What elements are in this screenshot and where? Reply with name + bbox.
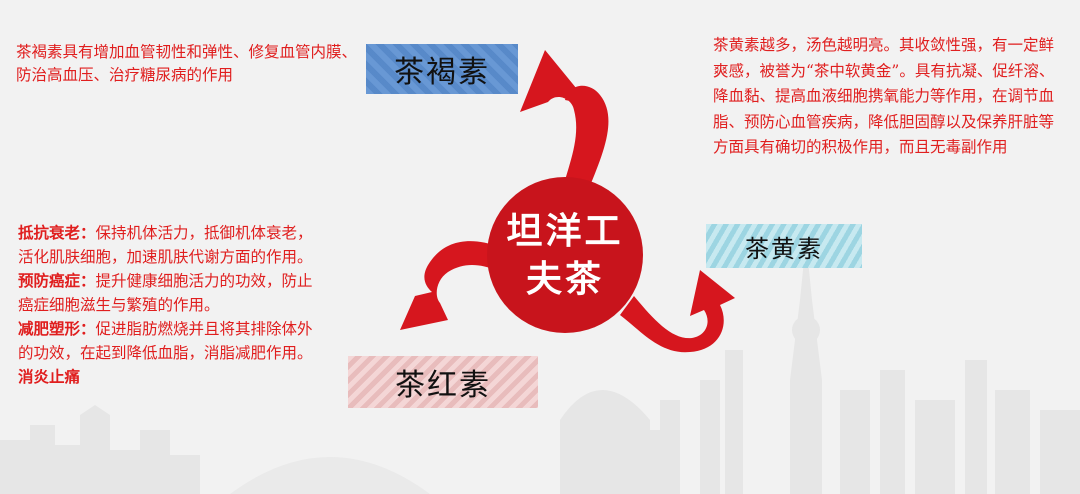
benefit-item: 抵抗衰老：保持机体活力，抵御机体衰老，活化肌肤细胞，加速肌肤代谢方面的作用。 bbox=[18, 221, 328, 269]
arrow-to-red bbox=[400, 241, 500, 330]
benefit-title: 减肥塑形： bbox=[18, 319, 96, 338]
arrow-to-yellow bbox=[620, 270, 735, 353]
text-yellow: 茶黄素越多，汤色越明亮。其收敛性强，有一定鲜爽感，被誉为“茶中软黄金”。具有抗凝… bbox=[713, 36, 1055, 156]
center-line1: 坦洋工 bbox=[506, 210, 624, 252]
text-red: 抵抗衰老：保持机体活力，抵御机体衰老，活化肌肤细胞，加速肌肤代谢方面的作用。 预… bbox=[18, 221, 328, 389]
benefit-title: 预防癌症： bbox=[18, 271, 96, 290]
label-red: 茶红素 bbox=[348, 356, 538, 408]
benefit-body: 保持机体活力，抵御机体衰老，活化肌肤细胞，加速肌肤代谢方面的作用。 bbox=[18, 224, 313, 266]
benefit-body: 提升健康细胞活力的功效，防止癌症细胞滋生与繁殖的作用。 bbox=[18, 272, 313, 314]
center-line2: 夫茶 bbox=[525, 258, 604, 300]
benefit-item: 预防癌症：提升健康细胞活力的功效，防止癌症细胞滋生与繁殖的作用。 bbox=[18, 269, 328, 317]
benefit-body: 促进脂肪燃烧并且将其排除体外的功效，在起到降低血脂，消脂减肥作用。 bbox=[18, 320, 313, 362]
benefit-title: 抵抗衰老： bbox=[18, 223, 96, 242]
benefit-item: 消炎止痛 bbox=[18, 365, 328, 389]
benefit-title: 消炎止痛 bbox=[18, 367, 81, 386]
arrow-to-brown bbox=[520, 50, 609, 200]
text-brown: 茶褐素具有增加血管韧性和弹性、修复血管内膜、防治高血压、治疗糖尿病的作用 bbox=[16, 43, 358, 84]
label-yellow: 茶黄素 bbox=[706, 224, 862, 268]
label-brown: 茶褐素 bbox=[366, 44, 518, 94]
center-circle: 坦洋工 夫茶 bbox=[487, 177, 643, 333]
benefit-item: 减肥塑形：促进脂肪燃烧并且将其排除体外的功效，在起到降低血脂，消脂减肥作用。 bbox=[18, 317, 328, 365]
